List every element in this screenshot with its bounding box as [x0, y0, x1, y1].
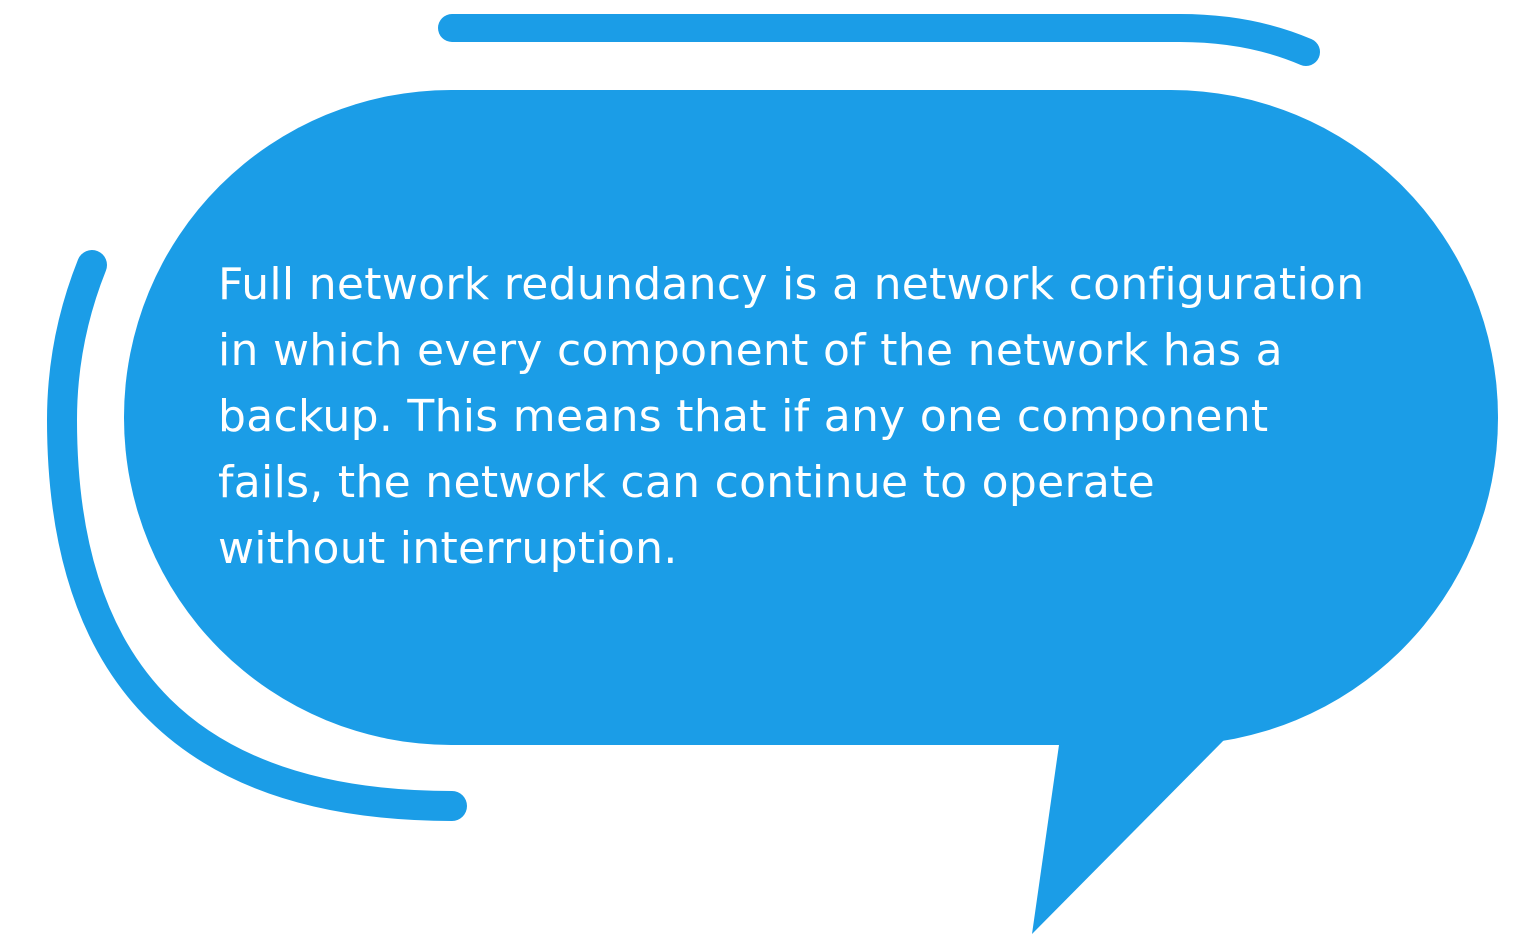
speech-bubble-body [124, 90, 1498, 745]
top-arc-stroke [438, 13, 1320, 66]
left-arc-stroke [46, 250, 467, 821]
bubble-text: Full network redundancy is a network con… [218, 259, 1365, 574]
speech-bubble-tail [1032, 738, 1226, 934]
